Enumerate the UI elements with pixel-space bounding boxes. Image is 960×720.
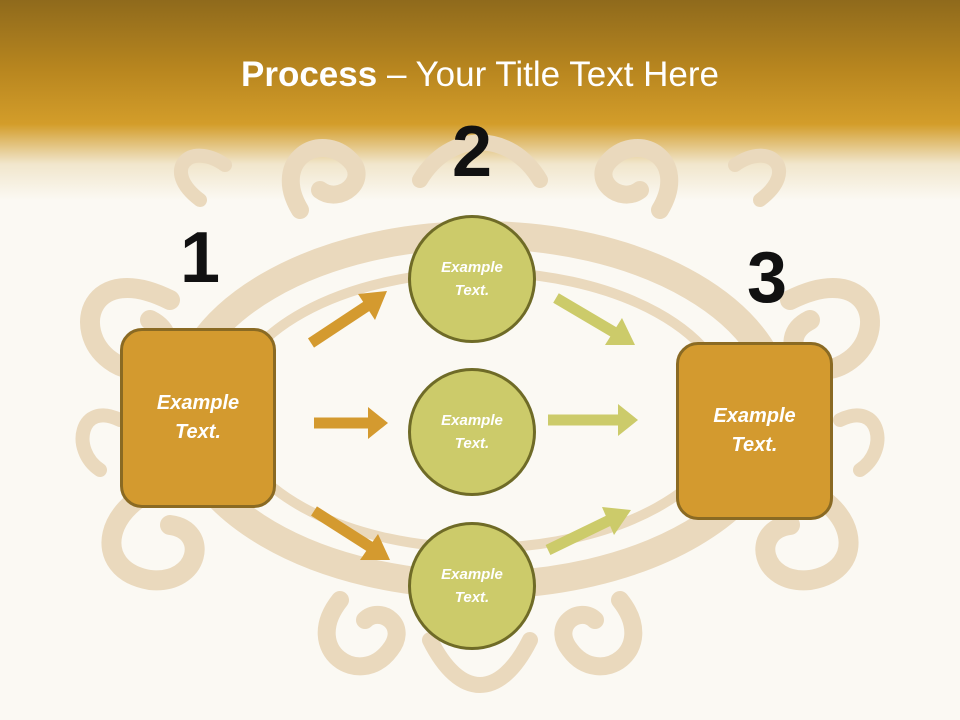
process-circle-bottom-label: Example Text. — [441, 566, 503, 606]
process-circle-bottom[interactable]: Example Text. — [408, 522, 536, 650]
title-bold: Process — [241, 55, 378, 94]
arrow-box-to-circle-bottom — [311, 506, 390, 560]
process-box-start[interactable]: Example Text. — [120, 328, 276, 508]
arrow-circle-bottom-to-box — [545, 507, 631, 555]
process-box-end[interactable]: Example Text. — [676, 342, 833, 520]
slide-title: Process – Your Title Text Here — [0, 52, 960, 98]
arrow-circle-middle-to-box — [548, 404, 638, 436]
header-band — [0, 0, 960, 200]
process-circle-middle-label: Example Text. — [441, 412, 503, 452]
process-circle-top-label: Example Text. — [441, 259, 503, 299]
process-circle-middle[interactable]: Example Text. — [408, 368, 536, 496]
process-box-start-label: Example Text. — [156, 392, 240, 443]
process-box-end-label: Example Text. — [713, 405, 796, 456]
arrow-box-to-circle-middle — [314, 407, 388, 439]
title-rest: – Your Title Text Here — [377, 55, 719, 94]
step-number-1: 1 — [179, 218, 221, 298]
arrow-circle-top-to-box — [553, 293, 635, 345]
step-number-3: 3 — [746, 238, 788, 318]
arrow-box-to-circle-top — [307, 291, 387, 348]
step-number-2: 2 — [451, 112, 493, 192]
process-circle-top[interactable]: Example Text. — [408, 215, 536, 343]
